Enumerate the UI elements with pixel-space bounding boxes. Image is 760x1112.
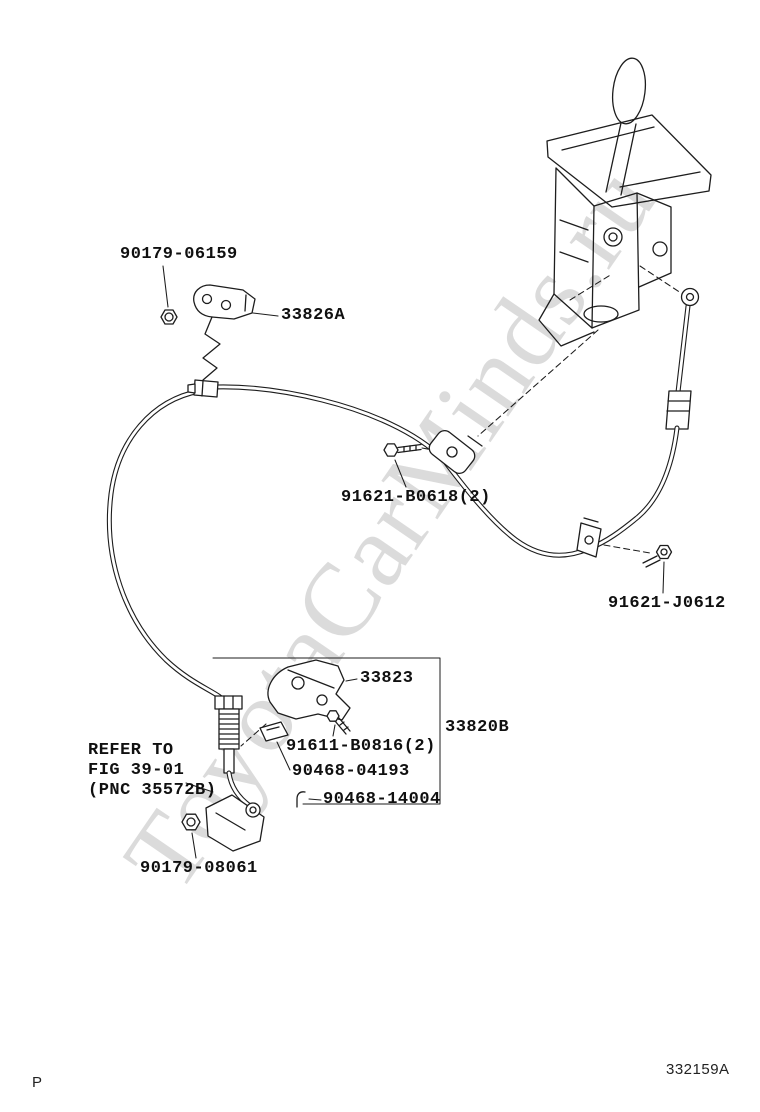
page-letter: P (32, 1074, 43, 1091)
cable-adjuster (214, 695, 253, 809)
upper-bracket (193, 284, 256, 381)
refer-note: REFER TO FIG 39-01 (PNC 35572B) (88, 741, 216, 801)
part-label-nut-lower: 90179-08061 (140, 859, 258, 878)
upper-nut (160, 309, 178, 325)
cable-clamp-right (576, 517, 651, 558)
part-label-bolt-center: 91621-B0618(2) (341, 488, 491, 507)
part-label-nut-upper: 90179-06159 (120, 245, 238, 264)
part-label-lever-bolt: 91611-B0816(2) (286, 737, 436, 756)
refer-note-line3: (PNC 35572B) (88, 781, 217, 800)
shift-rod (665, 287, 700, 430)
shift-lever-assembly (477, 57, 712, 437)
lower-nut (181, 813, 201, 831)
retainer-clip (259, 721, 289, 742)
lower-bracket (205, 794, 265, 852)
control-cable (106, 379, 680, 706)
part-label-cable-assembly: 33820B (445, 718, 510, 737)
cable-clamp-center (421, 430, 483, 474)
refer-note-line2: FIG 39-01 (88, 761, 185, 780)
lever-bracket (240, 659, 351, 747)
clamp-bolt (383, 443, 422, 457)
refer-note-line1: REFER TO (88, 741, 174, 760)
part-label-lever: 33823 (360, 669, 414, 688)
part-label-bracket-upper: 33826A (281, 306, 346, 325)
spring-pin (296, 791, 306, 808)
part-label-bolt-right: 91621-J0612 (608, 594, 726, 613)
right-bolt (642, 544, 673, 568)
leader-lines (162, 265, 665, 859)
assembly-brace (212, 657, 441, 805)
figure-code: 332159A (666, 1061, 730, 1078)
part-label-pin: 90468-14004 (323, 790, 441, 809)
part-label-clip: 90468-04193 (292, 762, 410, 781)
lever-bolt (326, 710, 351, 735)
